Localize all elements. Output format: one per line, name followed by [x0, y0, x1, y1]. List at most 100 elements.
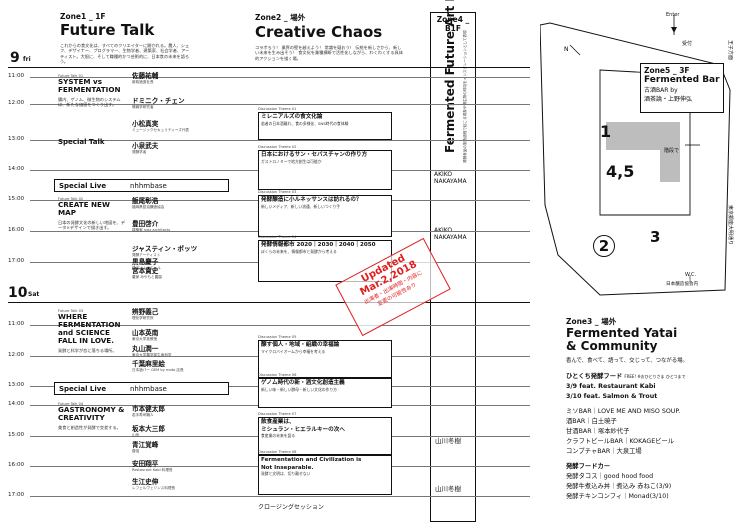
theme-title: 醸す個人・地域・組織の幸福論: [261, 342, 340, 348]
zone3-desc: 香んで、食べて、語って、交じって、つながる場。: [566, 358, 688, 364]
zone1-desc: これからの食文化は、すべてのクリエイターに開かれる。農人、シェフ、デザイナー、プ…: [60, 43, 190, 65]
theme-title: ゲノム時代の新・酒文化創造主義: [261, 380, 345, 386]
talk-3-title-3: FALL IN LOVE.: [58, 336, 114, 345]
day1-line: [8, 67, 530, 68]
theme-tag: Discussion Theme 04: [258, 235, 297, 239]
speaker-role: 発酵アーティスト: [132, 253, 161, 257]
day1-number: 9: [10, 50, 20, 66]
food-item-1: 3/9 feat. Restaurant Kabi: [566, 383, 656, 390]
speaker-name: 青江覚峰: [132, 441, 159, 449]
zone5-label: Zone5 _ 3F: [644, 66, 690, 75]
talk-3-tag: Future Talk 03: [58, 309, 84, 313]
special-live-label-2: Special Live: [59, 385, 107, 393]
speaker: 小泉武夫発酵学者: [132, 140, 158, 155]
time-gridline: [30, 140, 530, 141]
theme-tag: Discussion Theme 02: [258, 145, 297, 149]
map-reception-label: 受付: [682, 41, 693, 47]
time-label: 15:00: [8, 196, 25, 202]
speaker-role: 情報学研究者: [132, 105, 154, 109]
zone3-title-1: Fermented Yatai: [566, 326, 678, 340]
food-item-2: 3/10 feat. Salmon & Trout: [566, 393, 658, 400]
time-label: 13:00: [8, 136, 25, 142]
foodcar-heading: 発酵フードカー: [566, 463, 611, 470]
speaker: 山本英南東京大学准教授: [132, 327, 158, 342]
talk-3-desc: 発酵と科学が恋に落ちる場所。: [58, 348, 117, 353]
zone5-box: Zone5 _ 3F Fermented Bar 古酒BAR by 酒茶論・上野…: [640, 63, 724, 113]
time-label: 14:00: [8, 166, 25, 172]
speaker-name: 豊田啓介: [132, 220, 159, 228]
talk-3-title-1: WHERE FERMENTATION: [58, 312, 121, 329]
speaker: ジャスティン・ボッツ発酵アーティスト: [132, 243, 197, 258]
theme-tag: Discussion Theme 06: [258, 373, 297, 377]
theme-body: ガストロノミーで地方創生は可能か: [261, 158, 322, 164]
theme-title: 発酵情報都市 2020｜2030｜2040｜2050: [261, 242, 376, 248]
special-talk: Special Talk: [58, 138, 105, 146]
zone2-title: Creative Chaos: [255, 23, 383, 41]
speaker-name: 佐藤祐輔: [132, 72, 159, 80]
speaker: 豊田啓介建築家 noiz architects: [132, 218, 170, 233]
theme-tag: Discussion Theme 01: [258, 107, 297, 111]
speaker-name: 飯尾彰浩: [132, 197, 159, 205]
theme-title: 飲食産業は、: [261, 419, 295, 425]
speaker: 宮本貴史農家 みやもと農園: [132, 265, 162, 280]
theme-body: マイクロバイオームから幸福を考える: [261, 348, 326, 354]
talk-1-desc: 腸内、ゲノム、微生物のシステムは、新たな価値をつくり出す。: [58, 97, 121, 108]
time-label: 17:00: [8, 492, 25, 498]
speaker: 生江史伸レフェルヴェソンス料理長: [132, 476, 175, 491]
speaker-role: 農家 みやもと農園: [132, 275, 162, 279]
discussion-theme: 醸す個人・地域・組織の幸福論マイクロバイオームから幸福を考える: [258, 340, 392, 378]
speaker-role: 新政酒造社長: [132, 80, 154, 84]
special-live-label-1: Special Live: [59, 182, 107, 190]
time-label: 15:00: [8, 432, 25, 438]
performer-4: 山川冬樹: [435, 485, 461, 493]
special-live-bar-1: Special Live nhhmbase: [54, 179, 229, 192]
talk-1-tag: Future Talk 01: [58, 74, 84, 78]
map-area-2: 2: [593, 235, 615, 257]
theme-body: 新しい味・新しい酵母・新しい文化の作り方: [261, 386, 337, 392]
theme-body: 食産業の未来を語る: [261, 433, 296, 439]
speaker: 市本健太郎若手寿司職人: [132, 403, 165, 418]
discussion-theme: 飲食産業は、ミシュラン・ヒエラルキーの次へ食産業の未来を語る: [258, 417, 392, 455]
time-label: 12:00: [8, 100, 25, 106]
discussion-theme: 発酵醸造に小ルネッサンスは訪れるの？新しいメディア、新しい流通、新しいつくり手: [258, 195, 392, 237]
speaker-role: ミュージックセキュリティーズ代表: [132, 128, 190, 132]
closing-session: クロージングセッション: [258, 504, 324, 511]
speaker-role: 東京大学農学部生命科学: [132, 353, 172, 357]
zone5-sub2: 酒茶論・上野伸弘: [644, 96, 693, 103]
speaker: 佐藤祐輔新政酒造社長: [132, 70, 158, 85]
map-area-3: 3: [650, 228, 661, 246]
zone3-title-2: & Community: [566, 339, 658, 353]
speaker-role: 山伏: [132, 433, 140, 437]
talk-2-tag: Future Talk 02: [58, 197, 84, 201]
time-label: 11:00: [8, 73, 25, 79]
zone1-title: Future Talk: [60, 21, 155, 39]
speaker-name: 安田翔平: [132, 460, 159, 468]
zone3-section: Zone3 _ 場外 Fermented Yatai & Community 香…: [566, 316, 746, 502]
zone5-title: Fermented Bar: [644, 75, 720, 85]
speaker-role: 東京大学准教授: [132, 337, 158, 341]
speaker-role: 若手寿司職人: [132, 413, 154, 417]
speaker-name: 生江史伸: [132, 478, 159, 486]
theme-body: 若者の日本酒離れ、食の多様化、SNS時代の食体験: [261, 120, 349, 126]
day2-line: [8, 302, 530, 303]
speaker: 辨野義己理化学研究所: [132, 306, 158, 321]
speaker-role: 建築家 noiz architects: [132, 228, 171, 232]
speaker-name: 千葉麻里絵: [132, 360, 165, 368]
theme-body: ぼくらの未来を、情報都市と発酵から考える: [261, 248, 337, 254]
zone2-desc: コラボろう！ 業界の壁を越えよう！ 常識を疑おう！ 伝統を新しさから、新しい未来…: [255, 45, 403, 61]
foodcar-item-2: 発酵牛煮込み丼｜煮込み 赤ねこ(3/9): [566, 483, 672, 490]
day2-number: 10: [8, 285, 28, 301]
talk-3: Future Talk 03 WHERE FERMENTATION and SC…: [58, 309, 130, 353]
time-label: 14:00: [8, 401, 25, 407]
speaker-name: 小泉武夫: [132, 142, 159, 150]
speaker-role: 日本酒バー GEM by moto 店長: [132, 368, 184, 372]
venue-map: N: [540, 15, 731, 296]
talk-1-title-1: SYSTEM vs: [58, 77, 102, 86]
speaker-name: ドミニク・チェン: [132, 97, 185, 105]
time-gridline: [30, 77, 530, 78]
speaker: 丸山潤一東京大学農学部生命科学: [132, 343, 172, 358]
food-heading: ひとくち発酵フード: [566, 373, 623, 380]
map-stairs-label: 階段で: [664, 148, 680, 154]
